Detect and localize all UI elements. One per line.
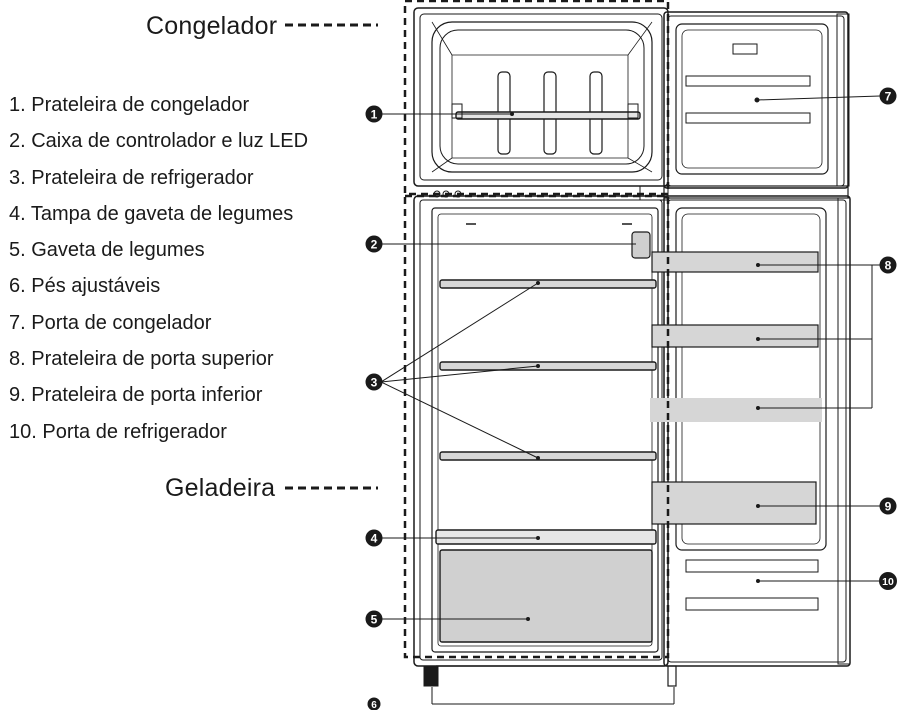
callout-6-number: 6 [371,700,377,710]
callout-2: 2 [365,235,383,253]
adjustable-feet [423,665,677,687]
legend-item-adjustable-feet: 6. Pés ajustáveis [9,275,161,298]
callout-6: 6 [367,697,381,710]
callout-4: 4 [365,529,383,547]
callout-7: 7 [879,87,897,105]
freezer-cabinet [413,7,669,187]
leader-lines [380,95,881,705]
leader-dots [510,112,760,621]
legend-item-upper-door-shelf: 8. Prateleira de porta superior [9,348,274,371]
legend-item-fridge-door: 10. Porta de refrigerador [9,420,227,443]
callout-5: 5 [365,610,383,628]
callout-7-number: 7 [885,90,892,104]
freezer-door [663,11,850,189]
callout-3: 3 [365,373,383,391]
legend-item-control-box-led: 2. Caixa de controlador e luz LED [9,130,309,153]
legend-item-crisper-drawer: 5. Gaveta de legumes [9,239,205,262]
lower-door-shelf [651,481,817,525]
legend-item-freezer-door: 7. Porta de congelador [9,311,212,334]
upper-door-shelves [650,251,822,422]
fridge-shelves [435,279,657,545]
callout-9-number: 9 [885,500,892,514]
callout-8-number: 8 [885,259,892,273]
legend-item-crisper-cover: 4. Tampa de gaveta de legumes [9,202,294,225]
callout-5-number: 5 [371,613,378,627]
callout-10-number: 10 [882,576,894,588]
callout-8: 8 [879,256,897,274]
control-box-led [631,231,651,259]
callout-3-number: 3 [371,376,378,390]
callout-1-number: 1 [371,108,378,122]
legend-item-freezer-shelf: 1. Prateleira de congelador [9,94,250,116]
fridge-door [663,195,851,667]
freezer-section-title: Congelador [146,12,278,40]
legend-item-fridge-shelf: 3. Prateleira de refrigerador [9,166,254,189]
fridge-section-title: Geladeira [165,474,276,502]
callout-10: 10 [879,572,897,590]
fridge-dashed-outline [403,194,670,659]
callout-1: 1 [365,105,383,123]
freezer-shelf [451,71,641,155]
callout-2-number: 2 [371,238,378,252]
legend-item-lower-door-shelf: 9. Prateleira de porta inferior [9,384,263,407]
parts-legend: 1. Prateleira de congelador 2. Caixa de … [9,90,308,453]
crisper-drawer [439,549,653,643]
callout-9: 9 [879,497,897,515]
callout-4-number: 4 [371,532,378,546]
